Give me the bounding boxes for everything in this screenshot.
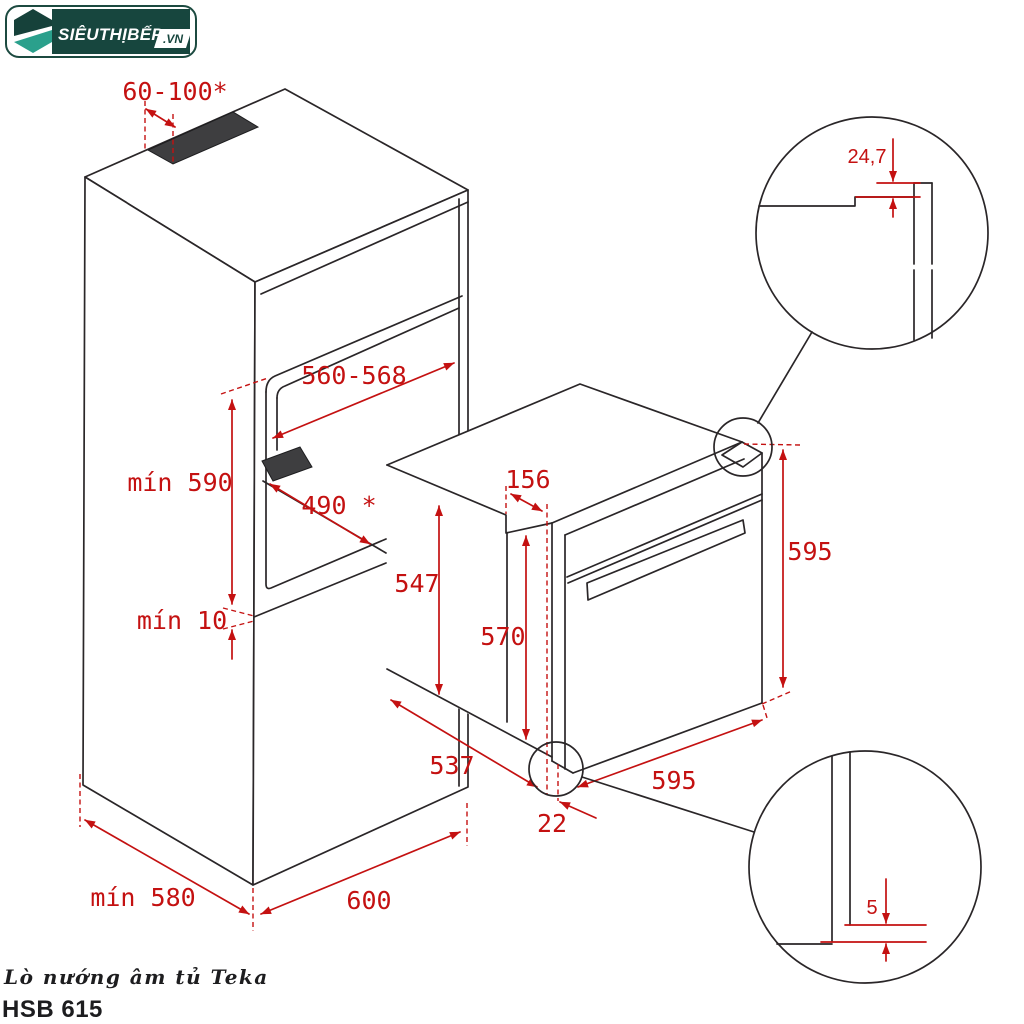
oven-silhouette — [387, 384, 762, 773]
dim-cabinet-width: 600 — [346, 886, 391, 915]
footer: Lò nướng âm tủ Teka HSB 615 — [2, 965, 269, 1023]
oven-drawing — [386, 383, 763, 774]
dim-body-height: 547 — [394, 569, 439, 598]
detail-marker-circle-bottom — [528, 741, 584, 797]
dim-front-lip: 22 — [537, 809, 567, 838]
dim-detail-bottom-gap: 5 — [866, 897, 877, 919]
niche-vent-slot — [261, 446, 313, 482]
dim-niche-height: mín 590 — [127, 468, 232, 497]
logo-tld-chip — [154, 29, 192, 48]
model-text: HSB 615 — [2, 996, 103, 1023]
dim-oven-height: 595 — [787, 537, 832, 566]
dim-oven-width: 595 — [651, 766, 696, 795]
logo: SIÊUTHỊBẾP .VN — [5, 5, 197, 58]
dim-niche-depth: 490 * — [301, 491, 376, 520]
dim-front-height: 570 — [480, 622, 525, 651]
dim-body-depth: 537 — [429, 751, 474, 780]
detail-circle-top — [755, 116, 989, 350]
oven-handle — [586, 519, 746, 601]
detail-marker-circle-top — [713, 417, 773, 477]
logo-tld-text: .VN — [163, 32, 183, 46]
detail-callout-bottom: 5 — [528, 741, 982, 984]
dim-bottom-gap: mín 10 — [137, 606, 227, 635]
logo-brand-text: SIÊUTHỊBẾP — [58, 25, 163, 44]
logo-hexagon-icon — [14, 9, 52, 53]
dim-cabinet-depth: mín 580 — [90, 883, 195, 912]
dim-niche-width: 560-568 — [301, 361, 406, 390]
dimension-annotations: 60-100* 560-568 mín 590 490 * mín 10 mín… — [79, 77, 833, 931]
cabinet-left-face — [82, 176, 256, 886]
detail-circle-bottom — [748, 750, 982, 984]
detail-callout-top: 24,7 — [713, 116, 989, 477]
top-vent-slot — [146, 111, 260, 165]
dim-top-recess: 156 — [505, 465, 550, 494]
dim-top-vent: 60-100* — [122, 77, 227, 106]
product-line-text: Lò nướng âm tủ Teka — [3, 965, 269, 989]
dim-detail-top-overlap: 24,7 — [848, 146, 887, 168]
